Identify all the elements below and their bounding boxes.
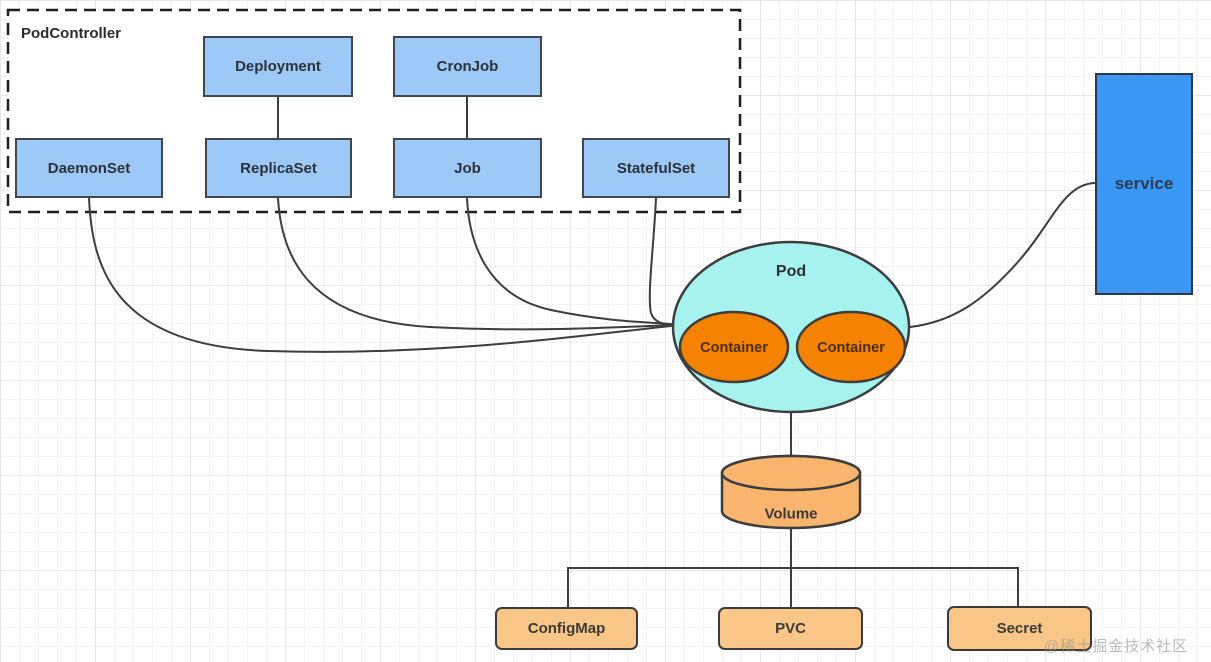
volume-cylinder-top — [720, 454, 862, 492]
edge-replicaset-pod — [277, 197, 672, 331]
volume-label: Volume — [764, 505, 818, 523]
pod-controller-title: PodController — [21, 25, 121, 42]
node-job: Job — [393, 138, 542, 198]
node-statefulset: StatefulSet — [582, 138, 730, 198]
edge-pod-service — [909, 182, 1096, 328]
edge-job-pod — [466, 197, 672, 325]
edge-statefulset-pod — [648, 197, 673, 326]
container-2-label: Container — [817, 340, 885, 356]
container-2-ellipse — [795, 310, 907, 384]
pod-label: Pod — [775, 263, 807, 280]
container-1-ellipse — [678, 310, 790, 384]
node-pvc: PVC — [718, 607, 863, 650]
node-service: service — [1095, 73, 1193, 295]
node-deployment: Deployment — [203, 36, 353, 97]
edge-volume-configmap-secret-branch — [567, 567, 1019, 608]
edge-daemonset-pod — [88, 197, 672, 353]
node-secret: Secret — [947, 606, 1092, 651]
node-cronjob: CronJob — [393, 36, 542, 97]
node-daemonset: DaemonSet — [15, 138, 163, 198]
watermark-text: @稀土掘金技术社区 — [1044, 638, 1189, 655]
container-1-label: Container — [700, 340, 768, 356]
node-configmap: ConfigMap — [495, 607, 638, 650]
node-replicaset: ReplicaSet — [205, 138, 352, 198]
